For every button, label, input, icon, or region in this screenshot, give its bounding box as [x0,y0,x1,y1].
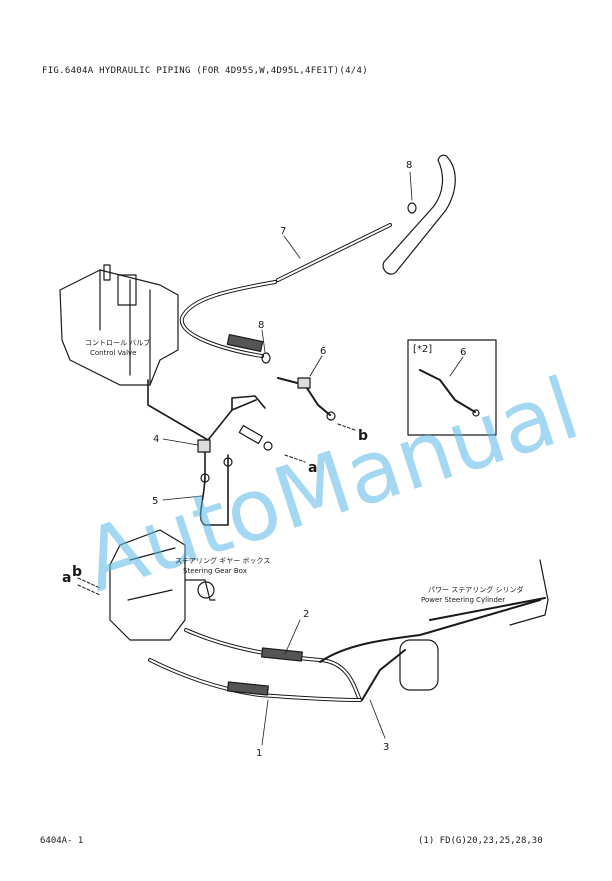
pipe-4-bend [231,395,266,411]
clamp-8-mid [261,352,271,364]
cylinder-label-jp: パワー ステアリング シリンダ [428,585,523,594]
model-list: (1) FD(G)20,23,25,28,30 [418,836,543,846]
inset-frame [407,339,497,436]
callout-5: 5 [152,496,158,507]
pipe-cylinder-a [319,599,541,663]
leader-5 [162,495,203,501]
control-valve-knob [103,264,111,281]
leader-6 [309,355,323,377]
leader-3 [369,699,386,739]
steering-shaft [184,579,216,601]
pipe-5 [199,447,229,526]
tube-upper-inner [383,159,444,263]
callout-7: 7 [280,226,286,237]
callout-6: 6 [320,346,326,357]
callout-3: 3 [383,742,389,753]
control-valve-body [59,269,179,386]
cylinder-label-en: Power Steering Cylinder [421,596,505,604]
fitting-a [238,424,263,445]
steering-box-ribs [127,547,176,601]
figure-title: FIG.6404A HYDRAULIC PIPING (FOR 4D95S,W,… [42,66,368,76]
hose-7-inner [180,281,276,357]
connection-a-top: a [308,460,317,476]
leader-a [284,454,306,463]
reservoir [399,639,439,691]
leader-4 [162,438,199,446]
connection-b-bottom: b [72,564,82,580]
tube-upper-outer [395,157,456,273]
leader-b [337,423,356,431]
inset-fitting [472,409,480,417]
callout-8-top: 8 [406,160,412,171]
nut-a [263,441,273,451]
pipe-cylinder-b [429,597,546,621]
inset-pipe-6 [419,369,476,413]
control-valve-label-en: Control Valve [90,349,136,357]
hose-7-fitting [226,333,264,353]
hose-2-fitting [260,647,303,662]
leader-8b [261,329,266,353]
callout-2: 2 [303,609,309,620]
leader-6-inset [449,356,464,377]
page-code: 6404A- 1 [40,836,84,846]
hose-1-inner [149,659,361,701]
inset-tag: [*2] [413,344,432,355]
leader-ab [77,577,101,596]
leader-2 [284,619,301,655]
callout-8-mid: 8 [258,320,264,331]
tube-upper-cut [382,261,397,275]
connection-b-top: b [358,428,368,444]
callout-6-inset: 6 [460,347,466,358]
elbow-4 [197,439,211,453]
nut-5a [200,473,210,483]
control-valve-spool [117,274,137,306]
control-valve-lines [99,269,151,386]
steering-box-label-jp: ステアリング ギヤー ボックス [175,556,270,565]
tube-upper-end [437,154,449,161]
leader-7 [283,235,301,259]
hose-7-upper-inner [277,224,391,281]
leader-1 [261,699,269,746]
steering-box-label-en: Steering Gear Box [183,567,247,575]
leader-8a [409,171,413,201]
hose-1-fitting [226,681,269,696]
steering-gear-box [109,529,186,641]
callout-1: 1 [256,748,262,759]
elbow-6 [297,377,311,389]
steering-flange [197,581,215,599]
pipe-3 [361,649,406,701]
control-valve-label-jp: コントロール バルブ [85,338,150,347]
nut-5b [223,457,233,467]
hose-2-inner [185,629,361,701]
fitting-6 [326,411,336,421]
callout-4: 4 [153,434,159,445]
watermark: AutoManual [72,359,590,612]
pipe-6 [277,377,331,416]
cylinder-end [509,559,549,626]
clamp-8-top [407,202,417,214]
connection-a-bottom: a [62,570,71,586]
